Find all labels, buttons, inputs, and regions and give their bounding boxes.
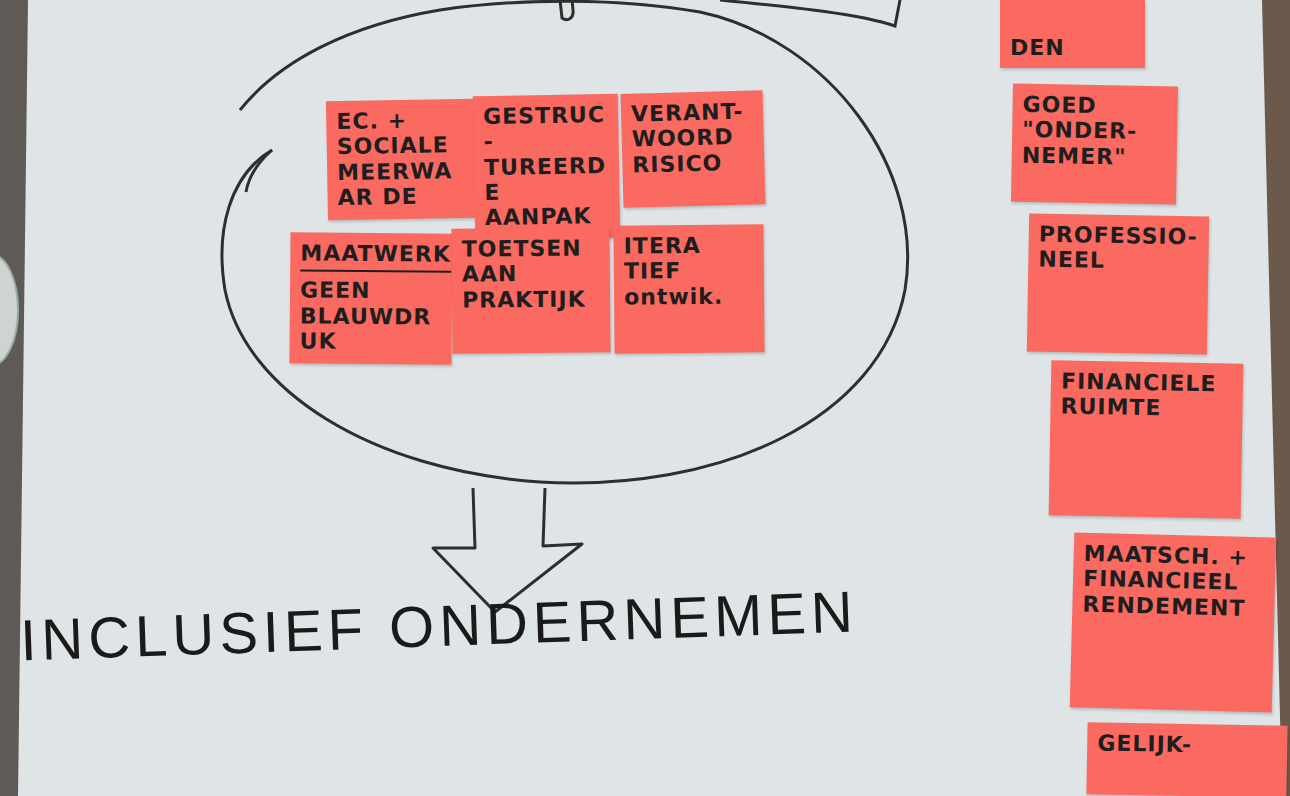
note-text: MAATWERK — [300, 240, 451, 273]
note-text: TOETSEN AAN PRAKTIJK — [462, 235, 601, 312]
note-text: GELIJK- — [1097, 730, 1277, 758]
sticky-note: GOED "ONDER- NEMER" — [1011, 84, 1178, 205]
headline-label: INCLUSIEF ONDERNEMEN — [19, 577, 859, 673]
top-right-arrow — [720, 0, 900, 26]
sticky-note: DEN — [1000, 0, 1145, 68]
cup — [0, 255, 18, 365]
top-arrow — [560, 0, 573, 20]
sticky-note: TOETSEN AAN PRAKTIJK — [451, 227, 610, 353]
sticky-note: GESTRUC- TUREERDE AANPAK — [473, 94, 620, 241]
table-left — [0, 0, 28, 796]
sticky-note: VERANT- WOORD RISICO — [621, 90, 766, 208]
note-text: ITERA TIEF ontwik. — [624, 232, 755, 309]
sticky-note: MAATWERK GEEN BLAUWDRUK — [289, 232, 452, 364]
sticky-note: ITERA TIEF ontwik. — [613, 224, 764, 353]
note-text: EC. + SOCIALE MEERWAAR DE — [336, 107, 466, 210]
note-text: MAATSCH. + FINANCIEEL RENDEMENT — [1082, 541, 1266, 622]
sticky-note: GELIJK- — [1086, 722, 1287, 796]
note-text: GOED "ONDER- NEMER" — [1022, 92, 1168, 170]
circle-gap-stroke — [246, 150, 272, 192]
note-text: GEEN BLAUWDRUK — [300, 278, 443, 355]
note-text: GESTRUC- TUREERDE AANPAK — [483, 102, 610, 231]
note-text: DEN — [1010, 35, 1135, 60]
circle-outline — [222, 1, 908, 483]
sticky-note: FINANCIELE RUIMTE — [1049, 360, 1244, 518]
sticky-note: EC. + SOCIALE MEERWAAR DE — [326, 99, 476, 221]
note-text: PROFESSIO- NEEL — [1038, 222, 1199, 275]
sticky-note: MAATSCH. + FINANCIEEL RENDEMENT — [1070, 532, 1277, 712]
note-text: VERANT- WOORD RISICO — [631, 98, 755, 177]
note-text: FINANCIELE RUIMTE — [1060, 369, 1233, 423]
sticky-note: PROFESSIO- NEEL — [1027, 213, 1209, 354]
